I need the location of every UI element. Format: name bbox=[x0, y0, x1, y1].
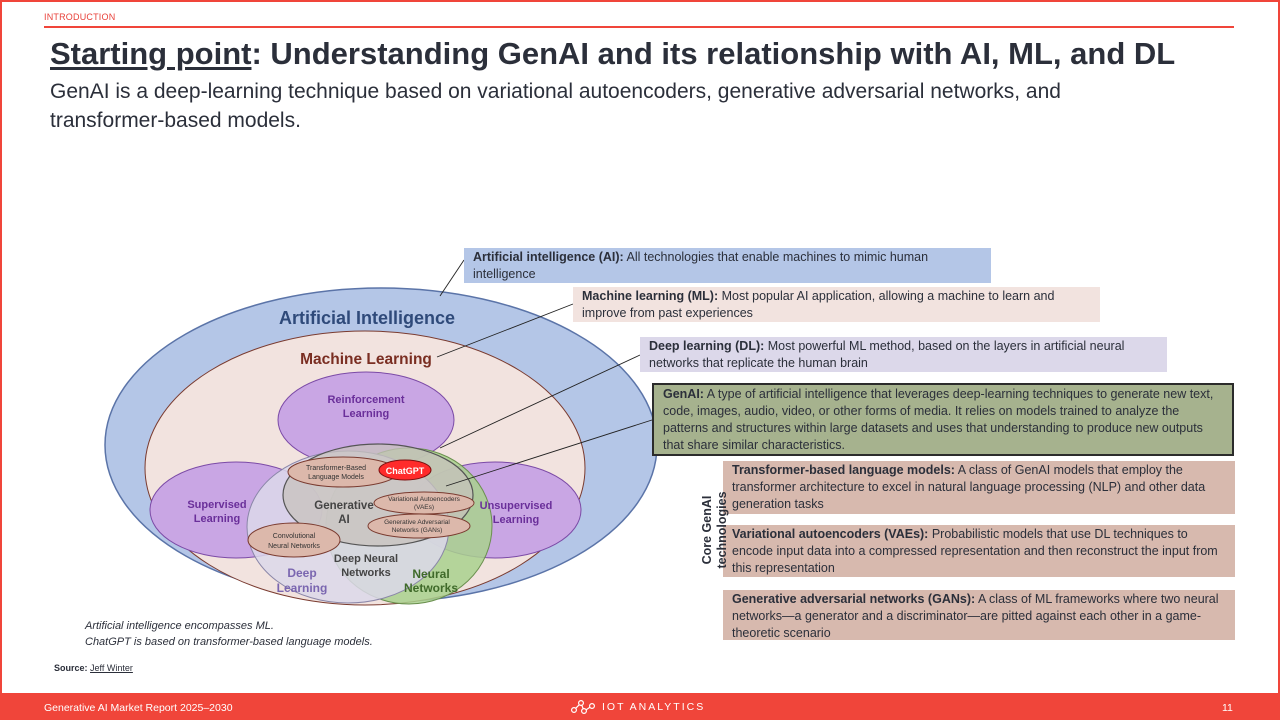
core-genai-label-1: Core GenAI bbox=[700, 495, 714, 565]
diagram-notes: Artificial intelligence encompasses ML. C… bbox=[85, 618, 373, 650]
ul-label-1: Unsupervised bbox=[480, 500, 553, 512]
connector-ml bbox=[436, 303, 574, 358]
tblm-label-1: Transformer-Based bbox=[306, 465, 366, 472]
callout-gan-term: Generative adversarial networks (GANs): bbox=[732, 592, 976, 606]
callout-ai-term: Artificial intelligence (AI): bbox=[473, 250, 624, 264]
callout-genai-term: GenAI: bbox=[663, 387, 704, 401]
page-title: Starting point: Understanding GenAI and … bbox=[50, 36, 1175, 72]
chatgpt-label: ChatGPT bbox=[386, 466, 425, 476]
callout-dl-text: Most powerful ML method, based on the la… bbox=[649, 339, 1125, 370]
dl-label-1: Deep bbox=[287, 566, 316, 580]
nn-label-2: Networks bbox=[404, 581, 458, 595]
tblm-label-2: Language Models bbox=[308, 474, 364, 481]
gan-label-1: Generative Adversarial bbox=[384, 519, 450, 526]
top-rule bbox=[44, 26, 1234, 28]
callout-gan: Generative adversarial networks (GANs): … bbox=[723, 590, 1235, 640]
source-link[interactable]: Jeff Winter bbox=[90, 663, 133, 673]
footer-report-title: Generative AI Market Report 2025–2030 bbox=[44, 702, 233, 714]
callout-ai-text: All technologies that enable machines to… bbox=[473, 250, 929, 281]
gan-label-2: Networks (GANs) bbox=[392, 527, 443, 534]
dnn-label-1: Deep Neural bbox=[334, 553, 398, 565]
network-logo-icon bbox=[570, 699, 596, 715]
note-line-1: Artificial intelligence encompasses ML. bbox=[85, 620, 274, 632]
section-label: INTRODUCTION bbox=[44, 12, 116, 22]
vae-label-1: Variational Autoencoders bbox=[388, 496, 461, 503]
source-line: Source: Jeff Winter bbox=[54, 663, 133, 673]
page-subtitle: GenAI is a deep-learning technique based… bbox=[50, 80, 1061, 132]
note-line-2: ChatGPT is based on transformer-based la… bbox=[85, 636, 373, 648]
page-number: 11 bbox=[1222, 702, 1233, 714]
footer-brand: IOT ANALYTICS bbox=[570, 699, 705, 715]
callout-genai: GenAI: A type of artificial intelligence… bbox=[652, 383, 1234, 456]
footer-brand-text: IOT ANALYTICS bbox=[602, 701, 706, 713]
title-rest: : Understanding GenAI and its relationsh… bbox=[251, 36, 1176, 71]
callout-transformer-text: A class of GenAI models that employ the … bbox=[732, 463, 1206, 511]
vae-label-2: (VAEs) bbox=[414, 504, 434, 511]
connector-dl bbox=[439, 354, 641, 449]
source-label: Source: bbox=[54, 663, 88, 673]
dl-label-2: Learning bbox=[277, 581, 328, 595]
cnn-oval bbox=[247, 522, 341, 558]
cnn-label-2: Neural Networks bbox=[268, 543, 320, 550]
ml-label: Machine Learning bbox=[300, 351, 432, 368]
ul-label-2: Learning bbox=[493, 514, 539, 526]
callout-ml: Machine learning (ML): Most popular AI a… bbox=[573, 287, 1100, 322]
connector-ai bbox=[439, 259, 465, 297]
sl-label-1: Supervised bbox=[187, 499, 246, 511]
connector-genai bbox=[445, 419, 653, 487]
rl-label-2: Learning bbox=[343, 408, 389, 420]
rl-label-1: Reinforcement bbox=[327, 394, 404, 406]
title-underlined: Starting point bbox=[50, 36, 252, 71]
dnn-label-2: Networks bbox=[341, 567, 391, 579]
callout-ai: Artificial intelligence (AI): All techno… bbox=[464, 248, 991, 283]
ai-label: Artificial Intelligence bbox=[279, 308, 455, 328]
callout-ml-text: Most popular AI application, allowing a … bbox=[582, 289, 1055, 320]
gan-oval bbox=[367, 513, 471, 539]
callout-vae-text: Probabilistic models that use DL techniq… bbox=[732, 527, 1218, 575]
callout-genai-text: A type of artificial intelligence that l… bbox=[663, 387, 1214, 452]
callout-vae: Variational autoencoders (VAEs): Probabi… bbox=[723, 525, 1235, 577]
callout-transformer: Transformer-based language models: A cla… bbox=[723, 461, 1235, 514]
callout-gan-text: A class of ML frameworks where two neura… bbox=[732, 592, 1219, 640]
cnn-label-1: Convolutional bbox=[273, 533, 316, 540]
footer-bar: Generative AI Market Report 2025–2030 IO… bbox=[0, 693, 1280, 720]
callout-transformer-term: Transformer-based language models: bbox=[732, 463, 955, 477]
callout-dl-term: Deep learning (DL): bbox=[649, 339, 765, 353]
genai-label-2: AI bbox=[338, 514, 350, 526]
sl-label-2: Learning bbox=[194, 513, 240, 525]
core-genai-label-2: technologies bbox=[715, 491, 729, 569]
genai-label-1: Generative bbox=[314, 500, 373, 512]
chatgpt-oval bbox=[378, 459, 432, 481]
nn-label-1: Neural bbox=[412, 567, 449, 581]
callout-vae-term: Variational autoencoders (VAEs): bbox=[732, 527, 929, 541]
callout-ml-term: Machine learning (ML): bbox=[582, 289, 719, 303]
callout-dl: Deep learning (DL): Most powerful ML met… bbox=[640, 337, 1167, 372]
